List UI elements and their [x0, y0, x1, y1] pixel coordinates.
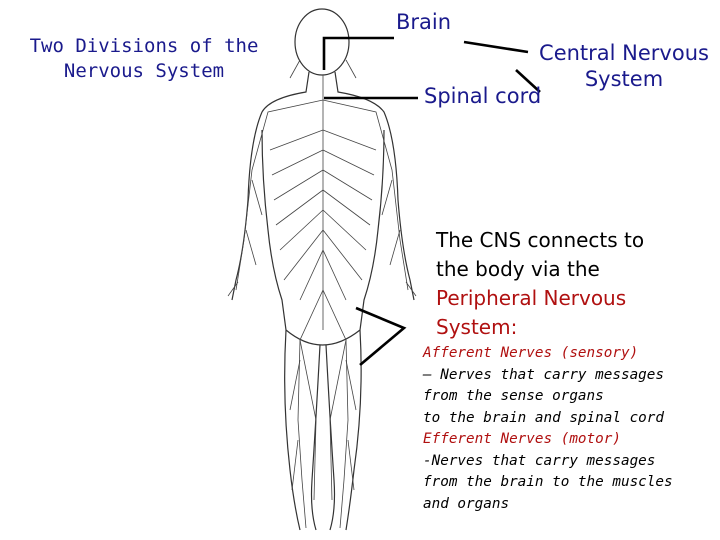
- afferent-heading: Afferent Nerves (sensory): [423, 345, 639, 361]
- title-line-2: Nervous System: [63, 60, 225, 82]
- cns-line-1: Central Nervous: [539, 41, 709, 65]
- nerve-network: [227, 59, 417, 529]
- pointer-lines: [322, 36, 541, 366]
- pns-pointer: [355, 306, 407, 366]
- afferent-text-3: to the brain and spinal cord: [423, 409, 665, 426]
- spinal-to-cns-connector: [515, 69, 541, 93]
- efferent-heading: Efferent Nerves (motor): [423, 431, 621, 447]
- efferent-text-3: and organs: [423, 495, 510, 512]
- brain-to-cns-connector: [463, 40, 529, 54]
- cns-line-2: System: [584, 67, 664, 91]
- pns-term-line-1: Peripheral Nervous: [436, 286, 627, 310]
- afferent-text-2: from the sense organs: [423, 388, 604, 404]
- efferent-text-2: from the brain to the muscles: [423, 474, 673, 490]
- title-line-1: Two Divisions of the: [29, 35, 259, 57]
- afferent-text-1: – Nerves that carry messages: [423, 366, 665, 383]
- pns-line-1: The CNS connects to: [436, 228, 645, 252]
- pns-line-2: the body via the: [436, 257, 600, 281]
- spinal-cord-label: Spinal cord: [424, 84, 542, 108]
- pns-term-line-2: System:: [436, 315, 518, 339]
- brain-label: Brain: [396, 10, 452, 34]
- brain-pointer: [322, 36, 394, 70]
- nerve-types-description: Afferent Nerves (sensory) – Nerves that c…: [423, 343, 673, 515]
- efferent-text-1: -Nerves that carry messages: [423, 452, 656, 469]
